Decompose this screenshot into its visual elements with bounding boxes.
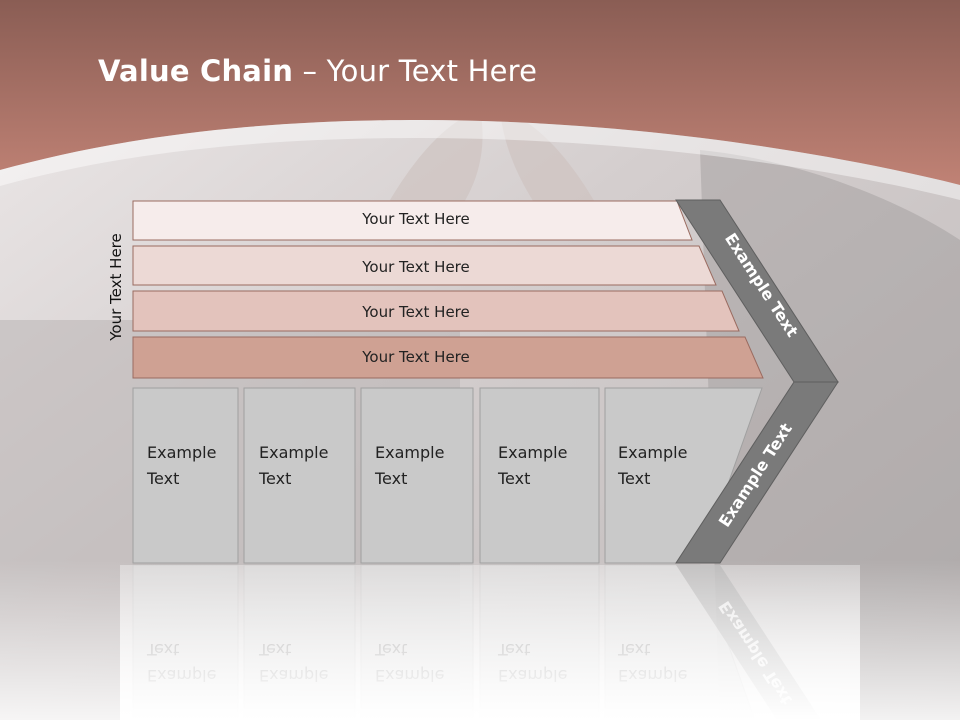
column-1-line1: Example: [147, 443, 216, 462]
row-4: Your Text Here: [132, 336, 764, 379]
column-4-box: [479, 387, 600, 564]
row-1: Your Text Here: [132, 200, 693, 241]
column-3: Example Text: [360, 387, 474, 564]
column-1: Example Text: [132, 387, 239, 564]
column-5-line1: Example: [618, 443, 687, 462]
row-4-label: Your Text Here: [361, 348, 469, 366]
column-3-line1: Example: [375, 443, 444, 462]
column-3-box: [360, 387, 474, 564]
column-1-line2: Text: [146, 469, 179, 488]
row-2-shape: [132, 245, 717, 286]
row-3-shape: [132, 290, 740, 332]
column-5-line2: Text: [617, 469, 650, 488]
row-3-label: Your Text Here: [361, 303, 469, 321]
column-2-box: [243, 387, 356, 564]
row-3: Your Text Here: [132, 290, 740, 332]
column-2-line2: Text: [258, 469, 291, 488]
title-bold: Value Chain: [98, 54, 294, 88]
row-1-label: Your Text Here: [361, 210, 469, 228]
row-1-shape: [132, 200, 693, 241]
row-4-shape: [132, 336, 764, 379]
column-4-line1: Example: [498, 443, 567, 462]
column-4: Example Text: [479, 387, 600, 564]
column-4-line2: Text: [497, 469, 530, 488]
row-2: Your Text Here: [132, 245, 717, 286]
reflection-fade: [120, 565, 860, 720]
column-1-box: [132, 387, 239, 564]
slide-title: Value Chain – Your Text Here: [98, 54, 537, 88]
column-2-line1: Example: [259, 443, 328, 462]
row-2-label: Your Text Here: [361, 258, 469, 276]
column-2: Example Text: [243, 387, 356, 564]
title-rest: – Your Text Here: [293, 54, 538, 88]
chevron-bottom-arm: [675, 381, 839, 564]
column-3-line2: Text: [374, 469, 407, 488]
